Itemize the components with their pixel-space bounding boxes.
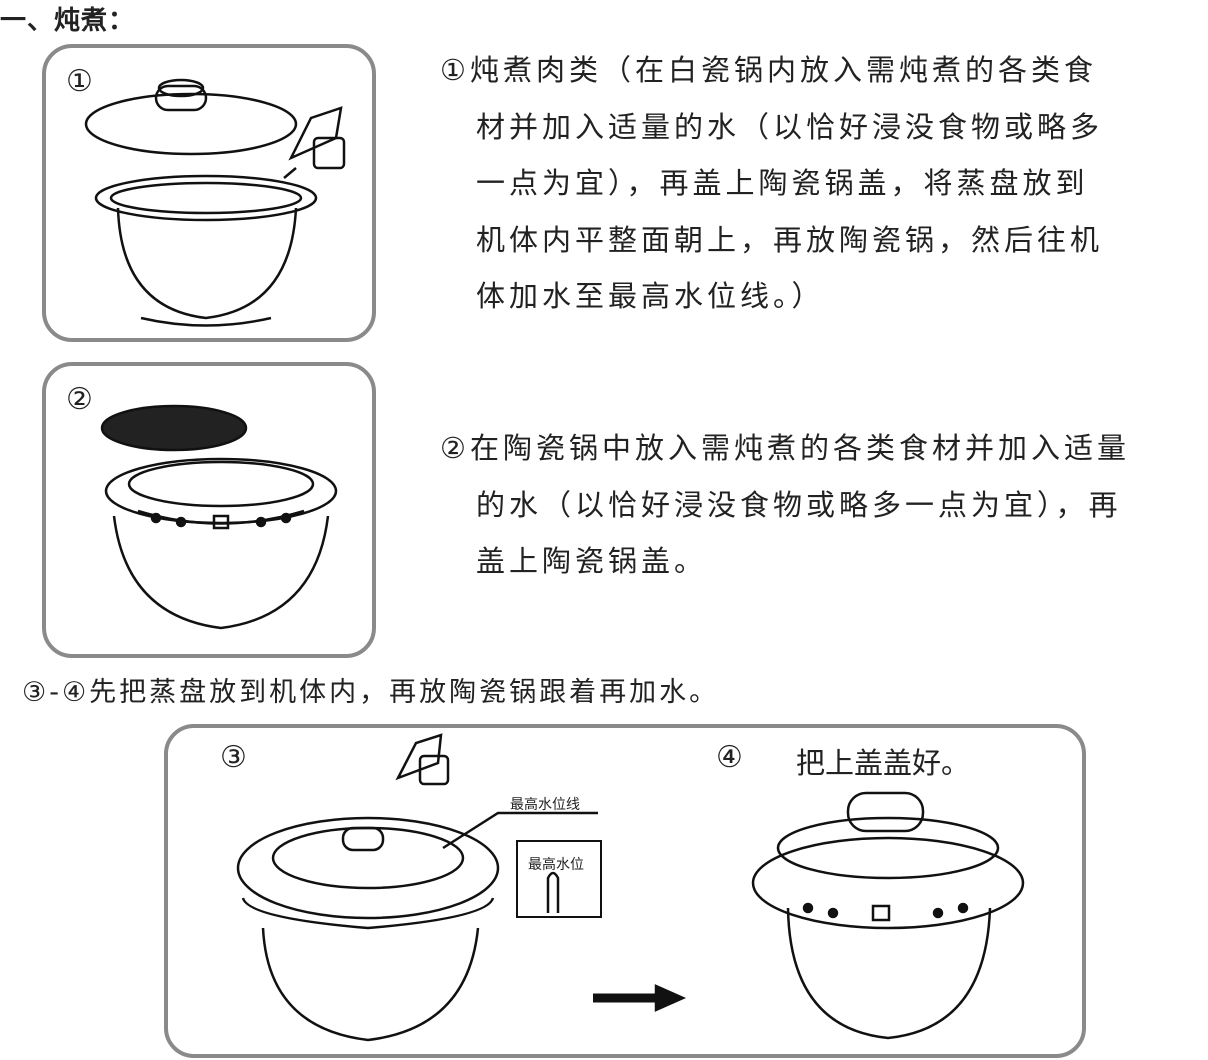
step-1-text: ①炖煮肉类（在白瓷锅内放入需炖煮的各类食 材并加入适量的水（以恰好浸没食物或略多… [440,42,1103,325]
ceramic-pot-with-lid-illustration [84,78,346,327]
text-line: ②在陶瓷锅中放入需炖煮的各类食材并加入适量 [440,431,1130,465]
max-water-label: 最高水位 [528,857,584,873]
panel-number: ① [66,64,93,99]
step-3-4-text: ③-④先把蒸盘放到机体内，再放陶瓷锅跟着再加水。 [22,677,720,708]
step-2-text: ②在陶瓷锅中放入需炖煮的各类食材并加入适量 的水（以恰好浸没食物或略多一点为宜）… [440,420,1130,590]
step-4-caption: 把上盖盖好。 [796,746,971,780]
text-line: 机体内平整面朝上，再放陶瓷锅，然后往机 [476,222,1104,257]
illustration-panel-1: ① [42,44,376,342]
text-line: 的水（以恰好浸没食物或略多一点为宜），再 [476,487,1122,522]
text-line: 体加水至最高水位线。） [476,279,825,313]
text-line: 材并加入适量的水（以恰好浸没食物或略多 [476,109,1104,144]
max-water-line-label: 最高水位线 [510,797,580,813]
text-line: ①炖煮肉类（在白瓷锅内放入需炖煮的各类食 [440,53,1097,87]
illustration-panel-2: ② [42,362,376,658]
steam-tray-and-base-illustration [100,404,338,630]
panel-number: ② [66,382,93,417]
text-line: 盖上陶瓷锅盖。 [476,544,708,578]
illustration-panel-3-4: ③ ④ 把上盖盖好。 最高水位线 最高水位 [164,724,1086,1058]
panel-number-4: ④ [716,740,743,775]
max-water-indicator-box: 最高水位 [516,840,602,918]
panel-number-3: ③ [220,740,247,775]
pot-filling-illustration [236,733,1025,1042]
section-heading: 一、炖煮： [0,6,136,36]
text-line: 一点为宜），再盖上陶瓷锅盖，将蒸盘放到 [476,166,1089,200]
